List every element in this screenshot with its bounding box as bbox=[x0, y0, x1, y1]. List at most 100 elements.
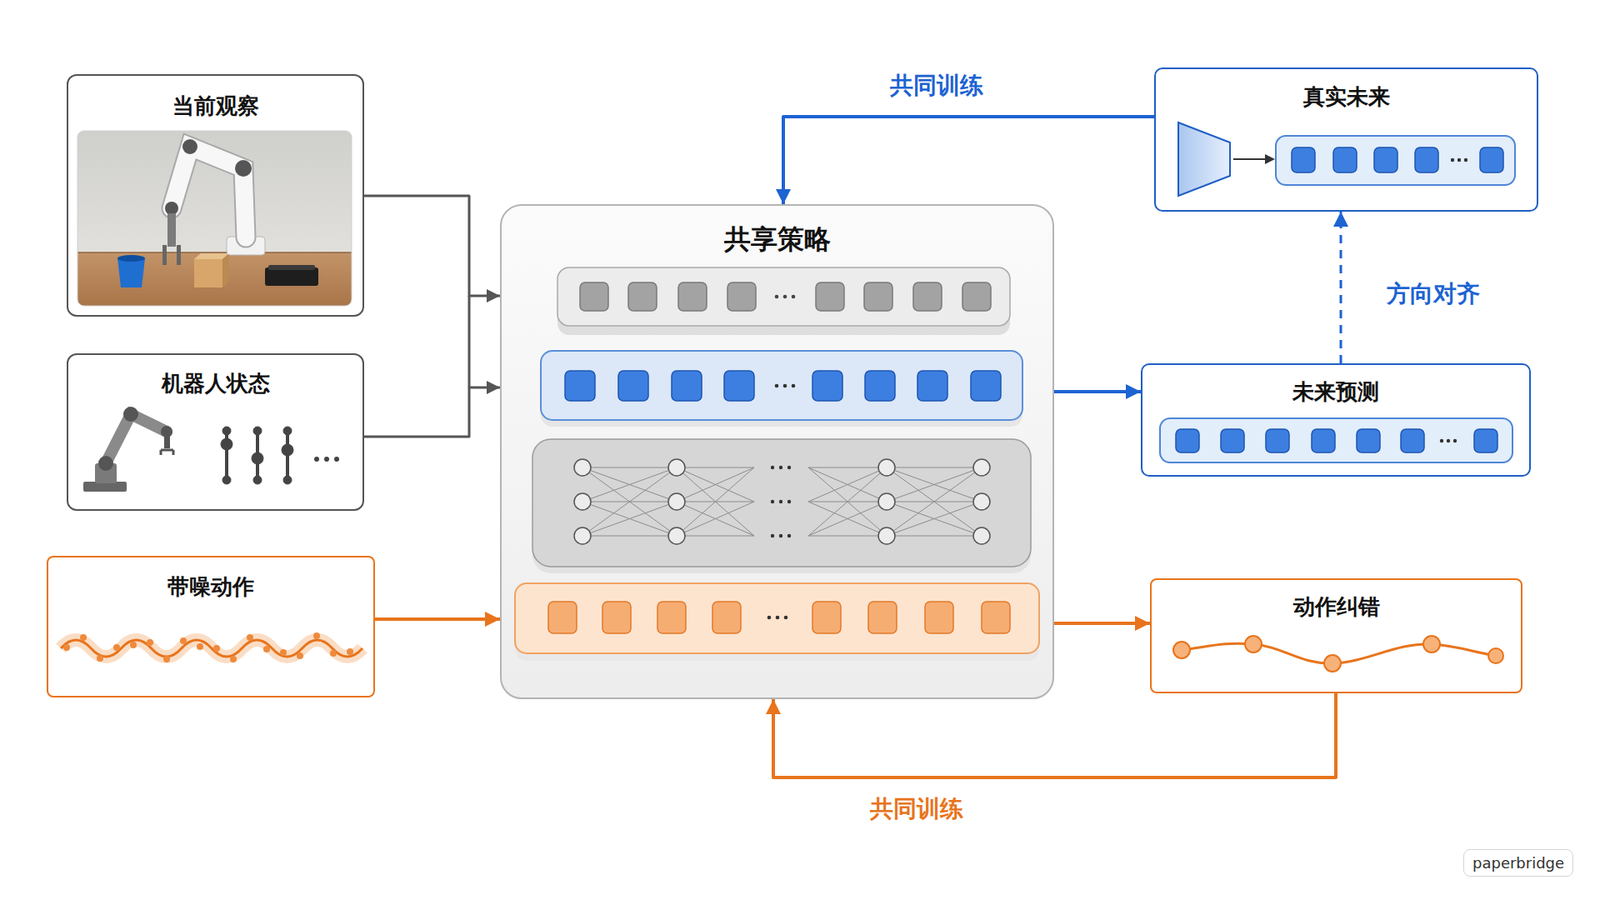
robot-arm-icon bbox=[164, 436, 170, 449]
noisy-wave bbox=[280, 649, 287, 656]
noisy-wave bbox=[313, 632, 320, 640]
photo-frame bbox=[77, 130, 352, 306]
corrected-action-curve bbox=[1324, 655, 1341, 672]
noisy-wave bbox=[196, 643, 204, 650]
observation-token-row bbox=[580, 282, 991, 311]
encoder-funnel bbox=[1178, 122, 1230, 196]
future-token-row bbox=[775, 384, 780, 389]
robot-photo bbox=[77, 130, 352, 306]
network-block bbox=[532, 439, 1031, 567]
predicted-token-row bbox=[1446, 439, 1450, 443]
photo-frame bbox=[77, 130, 352, 306]
joint-sliders bbox=[283, 475, 292, 485]
observation-token-row bbox=[791, 295, 796, 300]
robot-photo bbox=[167, 213, 176, 247]
robot-arm-icon bbox=[98, 455, 114, 471]
noisy-wave bbox=[63, 632, 354, 663]
policy-background bbox=[500, 204, 1055, 700]
network-block bbox=[973, 459, 990, 476]
future-prediction-panel: 未来预测 bbox=[1140, 363, 1531, 477]
robot-photo bbox=[268, 265, 315, 270]
action-token-row bbox=[515, 583, 1040, 654]
true-future-token-row bbox=[1275, 135, 1515, 185]
predicted-token-row bbox=[1440, 439, 1444, 443]
robot-photo bbox=[117, 255, 145, 262]
network-block bbox=[668, 459, 685, 476]
observation-token-row bbox=[962, 282, 991, 311]
cotraining-arrow bbox=[773, 693, 1336, 778]
network-block bbox=[779, 534, 783, 538]
input-arrow bbox=[364, 387, 500, 437]
network-block bbox=[770, 465, 775, 470]
observation-token-row bbox=[727, 282, 756, 311]
network-block bbox=[770, 534, 775, 538]
robot-arm-icon bbox=[83, 406, 174, 492]
robot-photo bbox=[162, 245, 167, 265]
future-token-row bbox=[775, 384, 796, 389]
future-token-row bbox=[565, 370, 595, 401]
network-block bbox=[973, 527, 990, 545]
observation-token-row bbox=[557, 267, 1010, 326]
network-block bbox=[668, 493, 685, 510]
network-block bbox=[973, 493, 990, 510]
noisy-wave bbox=[60, 632, 363, 663]
true-future-token-row bbox=[1415, 147, 1439, 173]
observation-token-row bbox=[913, 282, 942, 311]
corrected-action-curve bbox=[1488, 648, 1504, 664]
robot-arm-icon bbox=[105, 414, 167, 464]
action-token-row bbox=[925, 601, 954, 634]
predicted-token-row bbox=[1160, 418, 1513, 463]
node-title: 动作纠错 bbox=[1151, 594, 1521, 620]
future-token-row bbox=[724, 370, 755, 401]
robot-photo bbox=[176, 245, 181, 265]
joint-sliders bbox=[251, 452, 264, 465]
network-block bbox=[668, 527, 685, 545]
observation-token-row bbox=[678, 282, 707, 311]
future-token-row bbox=[917, 370, 948, 401]
predicted-token-row bbox=[1400, 429, 1425, 453]
network-block bbox=[787, 465, 791, 470]
policy-background bbox=[500, 204, 1055, 700]
node-title: 真实未来 bbox=[1155, 84, 1537, 110]
robot-photo bbox=[265, 267, 319, 286]
future-token-row bbox=[618, 370, 649, 401]
network-block bbox=[878, 493, 895, 510]
predicted-token-row bbox=[1160, 418, 1513, 463]
robot-state-panel: 机器人状态 bbox=[66, 353, 365, 511]
ellipsis-dots bbox=[314, 456, 340, 462]
robot-photo bbox=[171, 146, 246, 238]
robot-arm-icon bbox=[160, 450, 174, 455]
watermark: paperbridge bbox=[1463, 849, 1574, 877]
cotraining-arrow bbox=[783, 116, 1155, 205]
robot-photo bbox=[235, 160, 252, 177]
true-future-token-row bbox=[1275, 135, 1515, 185]
predicted-token-row bbox=[1311, 429, 1335, 453]
robot-photo bbox=[117, 258, 145, 288]
encoder-funnel bbox=[1233, 158, 1267, 160]
input-wire-junction bbox=[469, 295, 470, 388]
future-token-row bbox=[540, 350, 1023, 420]
noisy-wave bbox=[113, 644, 120, 651]
ellipsis-dots bbox=[324, 456, 330, 462]
predicted-token-row bbox=[1175, 429, 1200, 453]
ellipsis-dots bbox=[314, 456, 320, 462]
future-token-row bbox=[565, 370, 1001, 401]
future-token-row bbox=[791, 384, 796, 389]
input-wire-junction bbox=[468, 295, 471, 388]
action-token-row bbox=[767, 615, 772, 620]
network-block bbox=[574, 459, 990, 545]
input-arrow bbox=[364, 195, 500, 296]
node-title: 当前观察 bbox=[68, 93, 363, 120]
true-future-token-row bbox=[1450, 158, 1455, 162]
noisy-wave bbox=[346, 648, 354, 655]
robot-photo bbox=[171, 146, 246, 238]
robot-photo bbox=[77, 251, 352, 254]
future-token-row bbox=[970, 370, 1001, 401]
true-future-token-row bbox=[1464, 158, 1468, 162]
robot-photo bbox=[171, 146, 246, 238]
network-block bbox=[878, 459, 895, 476]
edge-label: 方向对齐 bbox=[1382, 280, 1485, 309]
encoder-funnel bbox=[1265, 154, 1275, 165]
network-block bbox=[878, 527, 895, 545]
edge-label: 共同训练 bbox=[865, 795, 968, 824]
